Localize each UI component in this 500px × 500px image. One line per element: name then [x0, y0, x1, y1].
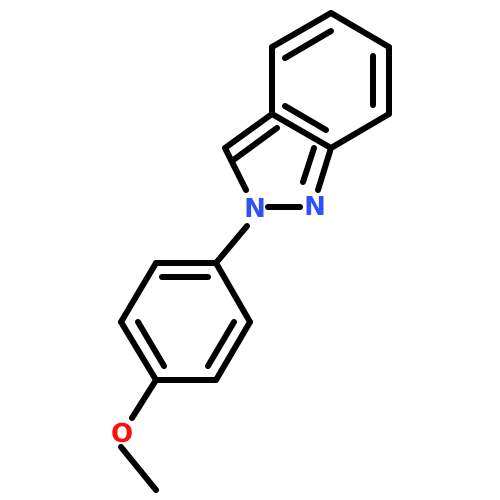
methoxyphenyl-ring — [118, 260, 253, 383]
bond-phenyl-left-lower — [118, 319, 159, 383]
benzo-ring — [269, 10, 392, 151]
bond-ring-fusion — [269, 111, 334, 151]
bond-phenyl-left-lower-inner — [135, 319, 167, 369]
bond-n2-aryl — [213, 223, 250, 266]
bond-benzo-top-left-inner — [282, 28, 334, 61]
bond-phenyl-right-lower-inner — [205, 319, 237, 369]
bond-c3a-c3 — [222, 111, 275, 151]
bond-phenyl-left-upper — [118, 260, 159, 325]
bond-phenyl-right-upper — [213, 260, 253, 325]
bond-ring-fusion-inner — [282, 103, 329, 133]
bond-benzo-bottom-right — [328, 111, 392, 151]
bond-benzo-top-left — [269, 10, 334, 50]
bond-aryl-oxygen — [129, 377, 159, 421]
atom-label-oxygen: O — [111, 419, 133, 449]
atom-o-methoxy: O — [111, 419, 133, 449]
bond-c3-n2 — [222, 145, 249, 193]
pyrazole-ring — [222, 111, 334, 210]
atom-n-imine: N — [304, 192, 326, 222]
atom-label-n1: N — [304, 192, 326, 222]
bond-n1-c7a-inner — [300, 145, 317, 185]
bond-benzo-top-right — [328, 10, 392, 50]
atom-label-n2: N — [244, 194, 266, 224]
bond-c3-c3a-inner — [229, 125, 280, 164]
bond-oxygen-methyl — [118, 444, 159, 493]
bond-n1-c7a — [315, 145, 334, 193]
bond-phenyl-right-lower — [213, 319, 253, 383]
atom-n-substituted: N — [244, 194, 266, 224]
